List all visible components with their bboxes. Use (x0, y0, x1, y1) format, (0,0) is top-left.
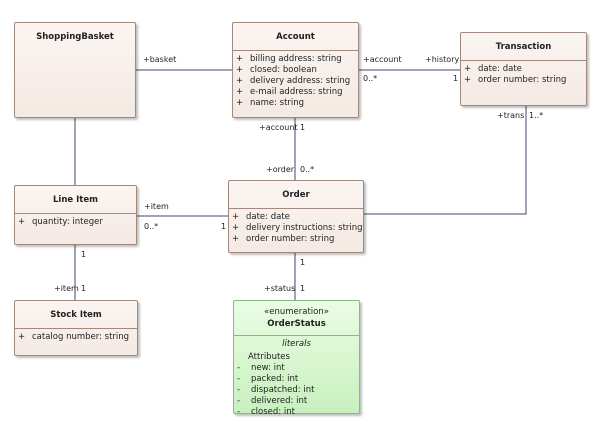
divider (234, 335, 359, 336)
divider (15, 213, 136, 214)
class-title: ShoppingBasket (36, 32, 114, 42)
role-status: +status (264, 284, 296, 293)
attribute: +date: date (464, 64, 522, 74)
attribute: +catalog number: string (18, 332, 130, 342)
role-history: +history (425, 55, 460, 64)
mult-account-right: 0..* (363, 74, 378, 83)
attribute: +order number: string (232, 234, 335, 244)
class-transaction[interactable]: Transaction +date: date +order number: s… (460, 32, 587, 106)
attribute: +delivery instructions: string (232, 223, 363, 233)
divider (229, 208, 363, 209)
mult-item: 0..* (144, 222, 159, 231)
class-account[interactable]: Account +billing address: string +closed… (232, 22, 359, 118)
literal: -closed: int (237, 407, 295, 417)
literal: -dispatched: int (237, 385, 315, 395)
class-stock-item[interactable]: Stock Item +catalog number: string (14, 300, 138, 356)
class-title: OrderStatus (267, 319, 326, 329)
role-account-bottom: +account (259, 123, 298, 132)
mult-stock-item: 1 (81, 284, 87, 293)
role-order-top: +order (266, 165, 295, 174)
attribute: +delivery address: string (236, 76, 351, 86)
attribute-list: +billing address: string +closed: boolea… (233, 51, 358, 109)
attribute-list: +date: date +delivery instructions: stri… (229, 209, 363, 245)
literal: -delivered: int (237, 396, 308, 406)
mult-trans: 1..* (529, 111, 544, 120)
class-title: Transaction (495, 42, 552, 52)
class-line-item[interactable]: Line Item +quantity: integer (14, 185, 137, 245)
enum-orderstatus[interactable]: «enumeration» OrderStatus literals Attri… (233, 300, 360, 417)
attribute: +name: string (236, 98, 305, 108)
attribute: +order number: string (464, 75, 567, 85)
assoc-order-transaction (364, 106, 527, 215)
section-label: literals (282, 339, 311, 349)
class-title: Order (282, 190, 310, 200)
class-title: Line Item (53, 195, 98, 205)
literal-list: -new: int -packed: int -dispatched: int … (234, 362, 359, 418)
role-trans: +trans (497, 111, 525, 120)
role-account-right: +account (363, 55, 402, 64)
divider (233, 50, 358, 51)
attribute: +e-mail address: string (236, 87, 343, 97)
divider (15, 328, 137, 329)
class-title: Stock Item (50, 310, 102, 320)
class-title: Account (276, 32, 315, 42)
attribute-list: +date: date +order number: string (461, 61, 586, 86)
mult-order-bottom: 1 (300, 258, 306, 267)
role-basket: +basket (143, 55, 177, 64)
attribute: +billing address: string (236, 54, 342, 64)
role-item: +item (144, 202, 169, 211)
divider (461, 60, 586, 61)
mult-history: 1 (453, 74, 459, 83)
literal: -new: int (237, 363, 285, 373)
attribute-list: +catalog number: string (15, 329, 137, 343)
mult-order-top: 0..* (300, 165, 315, 174)
mult-status: 1 (300, 284, 306, 293)
attribute: +quantity: integer (18, 217, 103, 227)
mult-account-bottom: 1 (300, 123, 306, 132)
attribute-list: +quantity: integer (15, 214, 136, 228)
literal: -packed: int (237, 374, 299, 384)
mult-line-item: 1 (81, 250, 87, 259)
attribute: +date: date (232, 212, 290, 222)
stereotype-label: «enumeration» (264, 307, 329, 317)
class-shoppingbasket[interactable]: ShoppingBasket (14, 22, 136, 118)
role-stock-item: +item (54, 284, 79, 293)
class-order[interactable]: Order +date: date +delivery instructions… (228, 180, 364, 253)
subsection-label: Attributes (248, 352, 290, 362)
attribute: +closed: boolean (236, 65, 317, 75)
mult-order-left: 1 (221, 222, 227, 231)
